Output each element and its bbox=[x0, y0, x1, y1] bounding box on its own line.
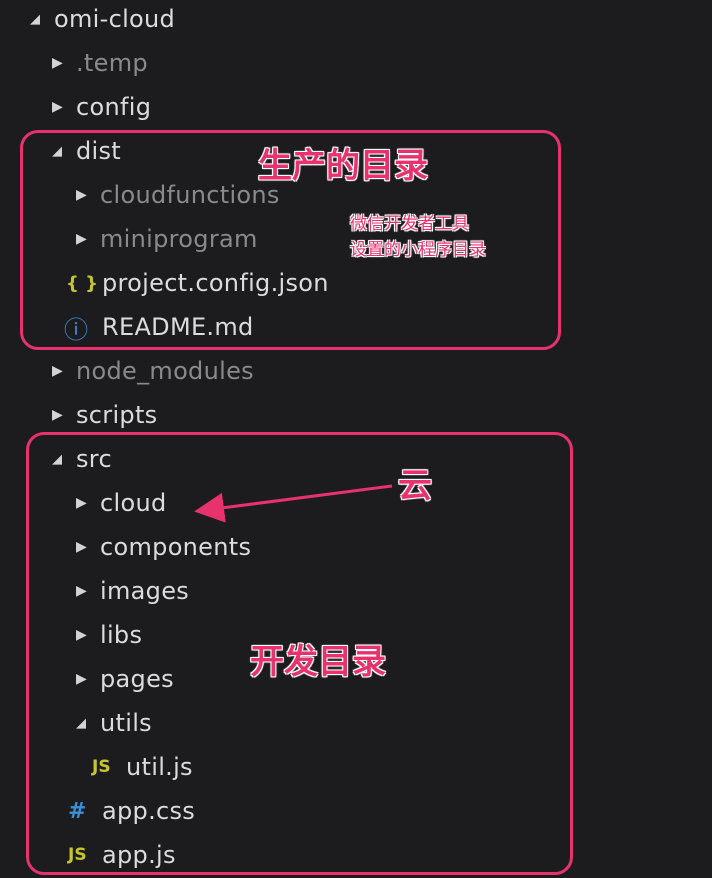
tree-item-label: images bbox=[100, 577, 190, 605]
tree-item-cloudfunctions[interactable]: ▶ cloudfunctions bbox=[0, 173, 712, 217]
tree-item-label: .temp bbox=[76, 49, 148, 77]
tree-item-images[interactable]: ▶ images bbox=[0, 569, 712, 613]
javascript-file-icon: JS bbox=[92, 757, 111, 777]
tree-item-omi-cloud[interactable]: ◢ omi-cloud bbox=[0, 0, 712, 41]
javascript-file-icon: JS bbox=[68, 845, 87, 865]
collapsed-chevron-icon: ▶ bbox=[52, 363, 63, 379]
collapsed-chevron-icon: ▶ bbox=[76, 539, 87, 555]
collapsed-chevron-icon: ▶ bbox=[76, 231, 87, 247]
tree-item-components[interactable]: ▶ components bbox=[0, 525, 712, 569]
collapsed-chevron-icon: ▶ bbox=[76, 627, 87, 643]
dist-highlight-box bbox=[20, 130, 561, 350]
collapsed-chevron-icon: ▶ bbox=[52, 99, 63, 115]
tree-item-label: scripts bbox=[76, 401, 158, 429]
collapsed-chevron-icon: ▶ bbox=[76, 583, 87, 599]
expanded-chevron-icon: ◢ bbox=[52, 451, 62, 467]
tree-item-app-js[interactable]: JS app.js bbox=[0, 833, 712, 877]
tree-item-dist[interactable]: ◢ dist bbox=[0, 129, 712, 173]
cloud-annotation: 云 bbox=[398, 466, 432, 506]
expanded-chevron-icon: ◢ bbox=[52, 143, 62, 159]
collapsed-chevron-icon: ▶ bbox=[76, 671, 87, 687]
tree-item-label: miniprogram bbox=[100, 225, 258, 253]
dist-annotation-title: 生产的目录 bbox=[258, 146, 428, 186]
tree-item-label: app.css bbox=[102, 797, 196, 825]
tree-item-label: src bbox=[76, 445, 112, 473]
collapsed-chevron-icon: ▶ bbox=[76, 495, 87, 511]
tree-item-scripts[interactable]: ▶ scripts bbox=[0, 393, 712, 437]
tree-item-label: dist bbox=[76, 137, 122, 165]
expanded-chevron-icon: ◢ bbox=[30, 11, 40, 27]
tree-item-label: cloud bbox=[100, 489, 167, 517]
tree-item-node-modules[interactable]: ▶ node_modules bbox=[0, 349, 712, 393]
tree-item-label: utils bbox=[100, 709, 152, 737]
tree-item-label: util.js bbox=[126, 753, 193, 781]
tree-item-project-config-json[interactable]: { } project.config.json bbox=[0, 261, 712, 305]
tree-item-label: cloudfunctions bbox=[100, 181, 280, 209]
tree-item-cloud[interactable]: ▶ cloud bbox=[0, 481, 712, 525]
tree-item-label: config bbox=[76, 93, 152, 121]
collapsed-chevron-icon: ▶ bbox=[76, 187, 87, 203]
tree-item-label: pages bbox=[100, 665, 174, 693]
tree-item-config[interactable]: ▶ config bbox=[0, 85, 712, 129]
tree-item-libs[interactable]: ▶ libs bbox=[0, 613, 712, 657]
collapsed-chevron-icon: ▶ bbox=[52, 407, 63, 423]
info-icon: ⓘ bbox=[64, 315, 88, 344]
tree-item-label: omi-cloud bbox=[54, 5, 176, 33]
tree-item-app-css[interactable]: # app.css bbox=[0, 789, 712, 833]
expanded-chevron-icon: ◢ bbox=[76, 715, 86, 731]
src-annotation-title: 开发目录 bbox=[250, 642, 386, 682]
tree-item-src[interactable]: ◢ src bbox=[0, 437, 712, 481]
tree-item-pages[interactable]: ▶ pages bbox=[0, 657, 712, 701]
tree-item-temp[interactable]: ▶ .temp bbox=[0, 41, 712, 85]
css-file-icon: # bbox=[68, 798, 87, 824]
tree-item-label: README.md bbox=[102, 313, 254, 341]
tree-item-label: components bbox=[100, 533, 252, 561]
src-highlight-box bbox=[26, 432, 573, 875]
dist-annotation-note-line1: 微信开发者工具 bbox=[350, 214, 469, 234]
collapsed-chevron-icon: ▶ bbox=[52, 55, 63, 71]
tree-item-label: libs bbox=[100, 621, 143, 649]
json-file-icon: { } bbox=[66, 272, 98, 294]
tree-item-label: node_modules bbox=[76, 357, 254, 385]
tree-item-label: project.config.json bbox=[102, 269, 329, 297]
dist-annotation-note-line2: 设置的小程序目录 bbox=[350, 240, 486, 260]
tree-item-util-js[interactable]: JS util.js bbox=[0, 745, 712, 789]
tree-item-miniprogram[interactable]: ▶ miniprogram bbox=[0, 217, 712, 261]
tree-item-utils[interactable]: ◢ utils bbox=[0, 701, 712, 745]
tree-item-label: app.js bbox=[102, 841, 176, 869]
tree-item-readme[interactable]: ⓘ README.md bbox=[0, 305, 712, 349]
